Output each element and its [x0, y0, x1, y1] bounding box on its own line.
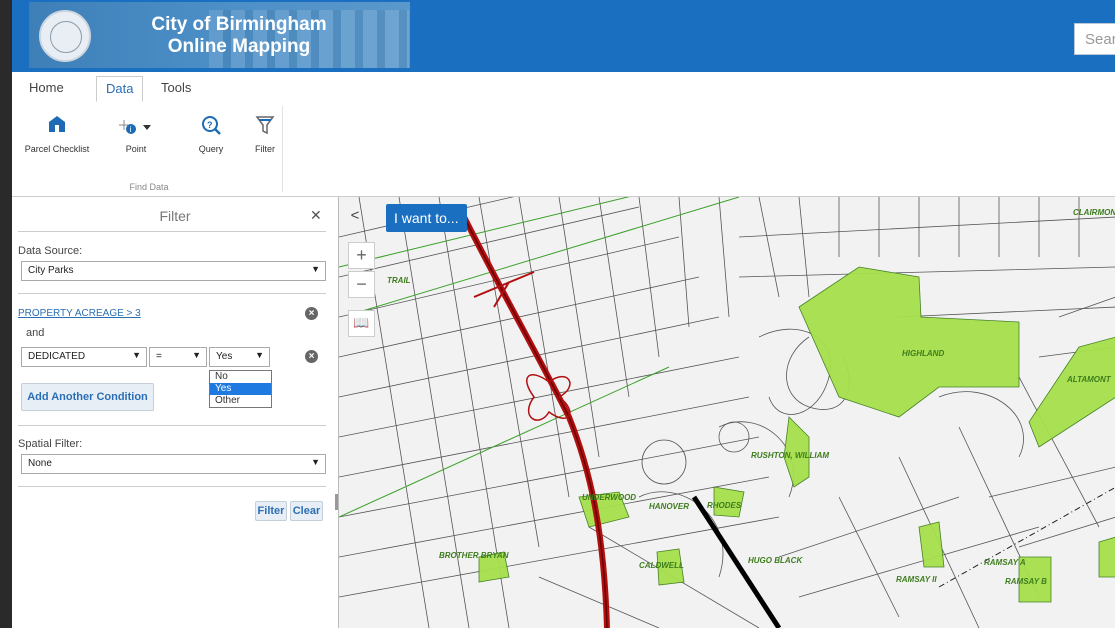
panel-title: Filter [159, 208, 191, 224]
park-label-underwood: UNDERWOOD [582, 493, 637, 502]
bookmark-icon[interactable]: 📖 [348, 310, 375, 337]
tab-data[interactable]: Data [96, 76, 144, 102]
option-yes[interactable]: Yes [210, 383, 271, 395]
park-label-rushton: RUSHTON, WILLIAM [751, 451, 830, 460]
chevron-down-icon: ▼ [132, 350, 141, 360]
field-select[interactable]: DEDICATED ▼ [21, 347, 147, 367]
and-label: and [26, 327, 45, 339]
tab-tools[interactable]: Tools [161, 80, 192, 95]
ribbon-toolbar: Parcel Checklist i Point ? Query Filter [12, 102, 1115, 197]
chevron-down-icon: ▼ [311, 457, 320, 467]
map-view[interactable]: < I want to... + − 📖 TRAIL HIGHLAND ALTA… [338, 197, 1115, 628]
park-label-altamont: ALTAMONT [1067, 375, 1111, 384]
divider [18, 231, 326, 232]
query-label: Query [198, 144, 224, 154]
remove-condition-icon[interactable]: × [305, 307, 318, 320]
close-icon[interactable]: ✕ [310, 207, 322, 223]
divider [18, 425, 326, 426]
park-label-ramsay-b: RAMSAY B [1005, 577, 1047, 586]
spatial-filter-value: None [28, 458, 52, 469]
data-source-value: City Parks [28, 265, 74, 276]
svg-text:?: ? [207, 120, 213, 130]
point-label: Point [125, 144, 147, 154]
divider [18, 486, 326, 487]
search-input[interactable]: Sear [1074, 23, 1115, 55]
app-title-line1: City of Birmingham [151, 14, 327, 35]
value-value: Yes [216, 351, 233, 362]
find-data-group-label: Find Data [129, 182, 169, 192]
panel-resize-handle[interactable] [335, 494, 338, 510]
divider [18, 293, 326, 294]
park-label-hugo-black: HUGO BLACK [748, 556, 803, 565]
svg-text:i: i [130, 125, 132, 134]
data-source-label: Data Source: [18, 245, 83, 257]
park-label-caldwell: CALDWELL [639, 561, 684, 570]
filter-label: Filter [255, 144, 275, 154]
zoom-out-button[interactable]: − [348, 271, 375, 298]
app-header: City of Birmingham Online Mapping Sear [12, 0, 1115, 72]
point-button[interactable]: i Point [118, 114, 154, 154]
funnel-icon [248, 114, 282, 138]
ribbon-tabs: Home Data Tools [12, 72, 1115, 103]
data-source-select[interactable]: City Parks ▼ [21, 261, 326, 281]
parcel-checklist-label: Parcel Checklist [24, 144, 90, 154]
chevron-down-icon: ▼ [192, 350, 201, 360]
value-select[interactable]: Yes ▼ [209, 347, 270, 367]
filter-panel: Filter ✕ Data Source: City Parks ▼ PROPE… [12, 197, 338, 628]
park-label-hanover: HANOVER [649, 502, 690, 511]
park-label-clairmon: CLAIRMON [1073, 208, 1115, 217]
spatial-filter-label: Spatial Filter: [18, 438, 83, 450]
value-options-list: No Yes Other [209, 370, 272, 408]
app-title-line2: Online Mapping [167, 36, 311, 57]
map-canvas [339, 197, 1115, 628]
app-window: City of Birmingham Online Mapping Sear H… [12, 0, 1115, 628]
park-label-rhodes: RHODES [707, 501, 742, 510]
option-no[interactable]: No [215, 371, 228, 382]
park-label-brother-bryan: BROTHER BRYAN [439, 551, 509, 560]
parcel-checklist-button[interactable]: Parcel Checklist [24, 114, 90, 154]
spatial-filter-select[interactable]: None ▼ [21, 454, 326, 474]
park-label-highland: HIGHLAND [902, 349, 945, 358]
query-icon: ? [193, 114, 229, 138]
park-label-ramsay-a: RAMSAY A [984, 558, 1026, 567]
operator-select[interactable]: = ▼ [149, 347, 207, 367]
query-button[interactable]: ? Query [193, 114, 229, 154]
app-title: City of Birmingham Online Mapping [119, 14, 359, 58]
clear-button[interactable]: Clear [290, 501, 323, 521]
zoom-in-button[interactable]: + [348, 242, 375, 269]
street-label: TRAIL [387, 276, 411, 285]
add-condition-button[interactable]: Add Another Condition [21, 383, 154, 411]
condition-link[interactable]: PROPERTY ACREAGE > 3 [18, 308, 141, 319]
point-info-icon: i [118, 114, 154, 138]
tab-home[interactable]: Home [29, 80, 64, 95]
operator-value: = [156, 351, 162, 362]
skyline-graphic [209, 10, 409, 68]
filter-button[interactable]: Filter [248, 114, 282, 154]
park-label-ramsay-ii: RAMSAY II [896, 575, 937, 584]
apply-filter-button[interactable]: Filter [255, 501, 287, 521]
parcel-icon [24, 114, 90, 138]
i-want-to-button[interactable]: I want to... [386, 204, 467, 232]
find-data-group: Parcel Checklist i Point ? Query Filter [16, 106, 283, 192]
header-banner: City of Birmingham Online Mapping [29, 2, 410, 68]
field-value: DEDICATED [28, 351, 86, 362]
collapse-panel-icon[interactable]: < [350, 207, 360, 224]
chevron-down-icon: ▼ [311, 264, 320, 274]
city-seal-logo [39, 10, 91, 62]
remove-condition-icon[interactable]: × [305, 350, 318, 363]
chevron-down-icon: ▼ [255, 350, 264, 360]
option-other[interactable]: Other [215, 395, 241, 406]
